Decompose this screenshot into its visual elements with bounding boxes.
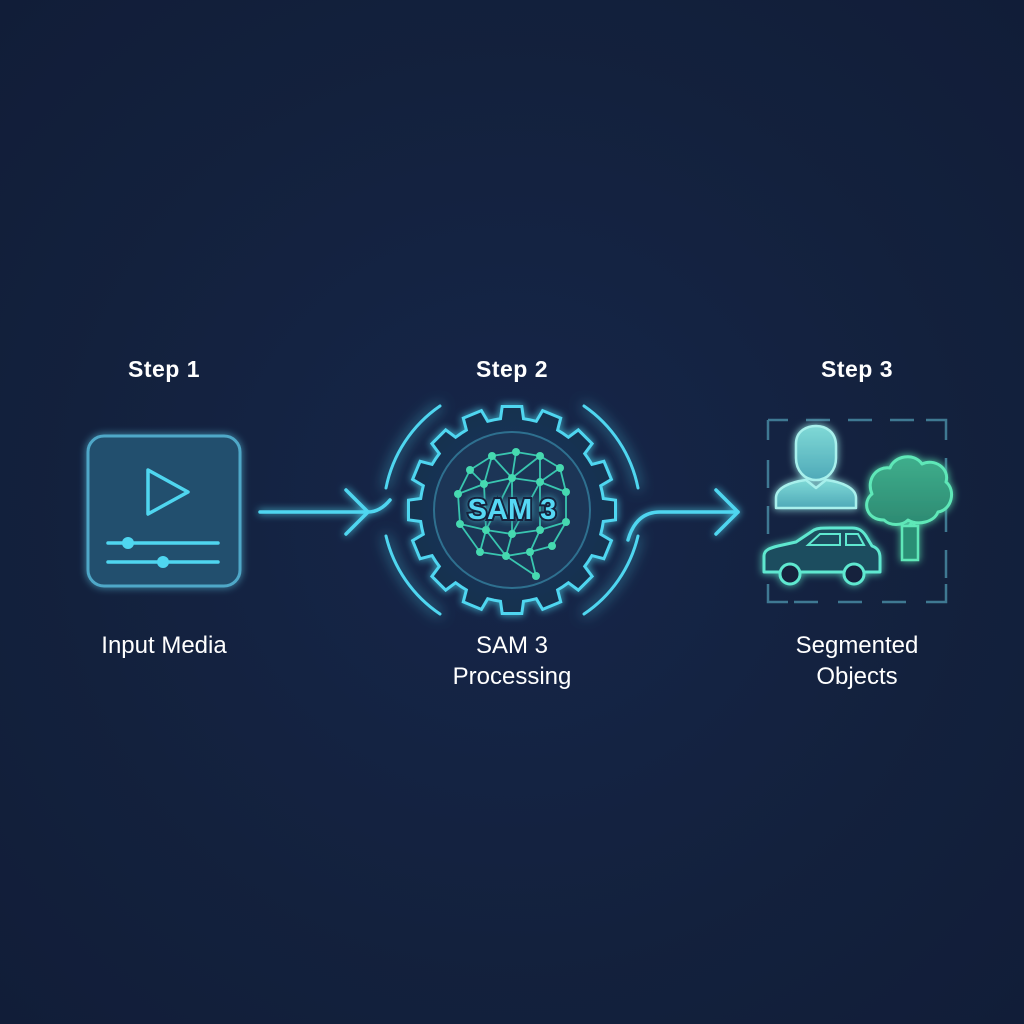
network-node bbox=[556, 464, 564, 472]
network-node bbox=[548, 542, 556, 550]
step-1-caption: Input Media bbox=[44, 630, 284, 661]
network-edge bbox=[539, 481, 567, 493]
step-2-caption: SAM 3 Processing bbox=[392, 630, 632, 692]
step-3-caption-line-1: Segmented bbox=[795, 632, 919, 659]
step-1-label: Step 1 bbox=[127, 356, 201, 382]
step-2-label: Step 2 bbox=[475, 356, 549, 382]
network-node bbox=[508, 530, 516, 538]
network-edge bbox=[539, 521, 567, 531]
network-node bbox=[512, 448, 520, 456]
network-edge bbox=[511, 451, 517, 479]
network-edge bbox=[511, 477, 541, 483]
step-2-caption-line-2: Processing bbox=[452, 663, 572, 690]
person-icon bbox=[774, 424, 858, 510]
network-node bbox=[488, 452, 496, 460]
network-edge bbox=[515, 451, 541, 457]
network-node bbox=[482, 526, 490, 534]
network-node bbox=[476, 548, 484, 556]
network-node bbox=[562, 518, 570, 526]
network-node bbox=[466, 466, 474, 474]
network-edge bbox=[483, 477, 513, 485]
network-node bbox=[502, 552, 510, 560]
step-3-caption-line-2: Objects bbox=[816, 663, 898, 690]
tree-icon bbox=[865, 455, 954, 562]
network-edge bbox=[559, 467, 567, 493]
network-edge bbox=[491, 451, 517, 457]
network-edge bbox=[539, 467, 561, 483]
car-icon bbox=[762, 526, 882, 586]
step-3-caption: Segmented Objects bbox=[737, 630, 977, 692]
network-node bbox=[536, 452, 544, 460]
network-node bbox=[480, 480, 488, 488]
network-edge bbox=[485, 477, 513, 531]
step-3-label: Step 3 bbox=[820, 356, 894, 382]
network-edge bbox=[469, 455, 493, 471]
arrow-step2-to-step3 bbox=[626, 488, 740, 542]
sam3-badge: SAM 3 bbox=[468, 494, 557, 526]
step-1-caption-line: Input Media bbox=[101, 632, 227, 659]
network-edge bbox=[457, 469, 471, 495]
network-node bbox=[536, 478, 544, 486]
segmentation-frame bbox=[766, 418, 948, 604]
network-edge bbox=[511, 481, 541, 535]
network-edge bbox=[505, 555, 537, 577]
network-node bbox=[562, 488, 570, 496]
network-edge bbox=[529, 551, 537, 577]
arrow-step1-to-step2 bbox=[258, 488, 392, 536]
network-edge bbox=[529, 529, 541, 553]
network-edge bbox=[485, 529, 507, 557]
network-edge bbox=[483, 483, 487, 531]
network-edge bbox=[479, 551, 507, 557]
network-node bbox=[456, 520, 464, 528]
network-edge bbox=[511, 455, 541, 479]
network-edge bbox=[551, 521, 567, 547]
gear-neural-network-icon: SAM 3 bbox=[384, 404, 640, 616]
network-edge bbox=[459, 523, 487, 531]
network-edge bbox=[511, 529, 541, 535]
video-player-icon bbox=[86, 434, 242, 588]
network-edge bbox=[505, 551, 531, 557]
network-node bbox=[508, 474, 516, 482]
network-node bbox=[526, 548, 534, 556]
network-edge bbox=[491, 455, 513, 479]
network-edge bbox=[485, 529, 513, 535]
network-node bbox=[454, 490, 462, 498]
step-2-caption-line-1: SAM 3 bbox=[475, 632, 549, 659]
network-edge bbox=[459, 523, 481, 553]
network-edge bbox=[457, 483, 485, 495]
network-edge bbox=[483, 455, 493, 485]
network-node bbox=[536, 526, 544, 534]
network-edge bbox=[457, 493, 461, 525]
network-node bbox=[532, 572, 540, 580]
